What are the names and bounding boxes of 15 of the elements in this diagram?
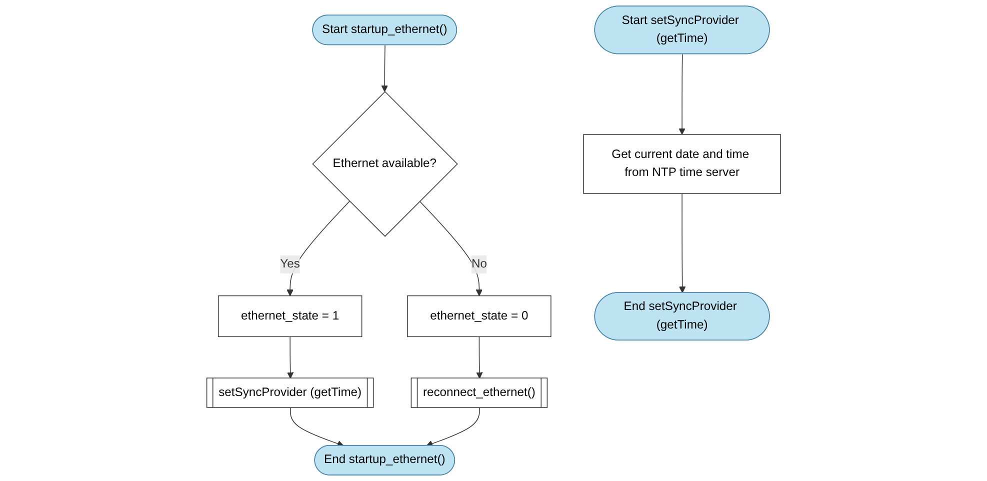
arrow [286, 200, 350, 296]
node-diamond: Ethernet available? [312, 91, 458, 237]
arrow [419, 200, 482, 296]
node-box: Get current date and time from NTP time server [583, 134, 781, 194]
node-box: ethernet_state = 0 [406, 295, 552, 338]
arrow [426, 408, 480, 447]
node-box: ethernet_state = 1 [218, 295, 362, 338]
arrow [678, 54, 686, 135]
arrow [476, 336, 483, 379]
edge-label: Yes [280, 258, 300, 270]
arrow [286, 336, 294, 379]
edge-label: No [471, 258, 487, 270]
arrow [678, 193, 686, 294]
arrow [381, 44, 388, 92]
arrow [290, 408, 344, 447]
